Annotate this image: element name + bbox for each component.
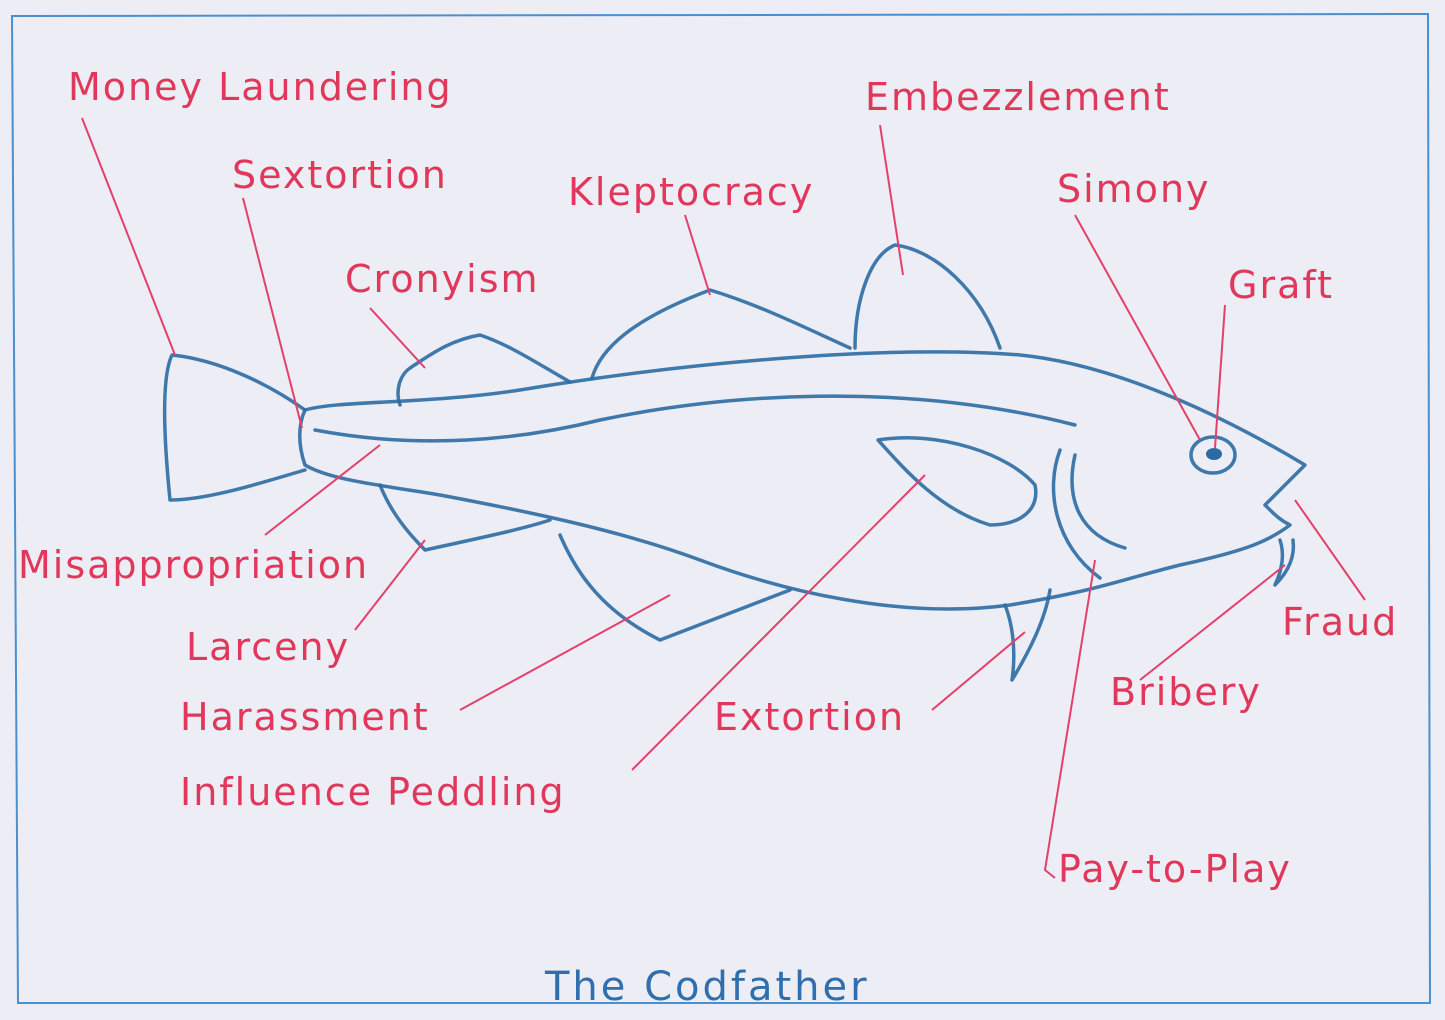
label-money-laundering: Money Laundering xyxy=(68,65,453,109)
label-misappropriation: Misappropriation xyxy=(18,543,369,587)
label-pay-to-play: Pay-to-Play xyxy=(1058,847,1292,891)
diagram-title: The Codfather xyxy=(544,964,870,1010)
page-border xyxy=(10,12,1432,1004)
label-extortion: Extortion xyxy=(714,695,905,739)
label-embezzlement: Embezzlement xyxy=(865,75,1171,119)
label-sextortion: Sextortion xyxy=(232,153,448,197)
label-bribery: Bribery xyxy=(1110,670,1262,714)
label-harassment: Harassment xyxy=(180,695,430,739)
label-cronyism: Cronyism xyxy=(345,257,540,301)
cod-fish-drawing xyxy=(162,243,1307,682)
label-simony: Simony xyxy=(1057,167,1211,211)
label-larceny: Larceny xyxy=(186,625,350,669)
leader-lines xyxy=(81,117,1366,879)
label-kleptocracy: Kleptocracy xyxy=(568,170,814,214)
labels: Money Laundering Sextortion Cronyism Kle… xyxy=(18,65,1398,891)
label-graft: Graft xyxy=(1228,263,1334,307)
label-influence-peddling: Influence Peddling xyxy=(180,770,566,814)
eye-pupil xyxy=(1206,448,1222,460)
label-fraud: Fraud xyxy=(1282,600,1398,644)
